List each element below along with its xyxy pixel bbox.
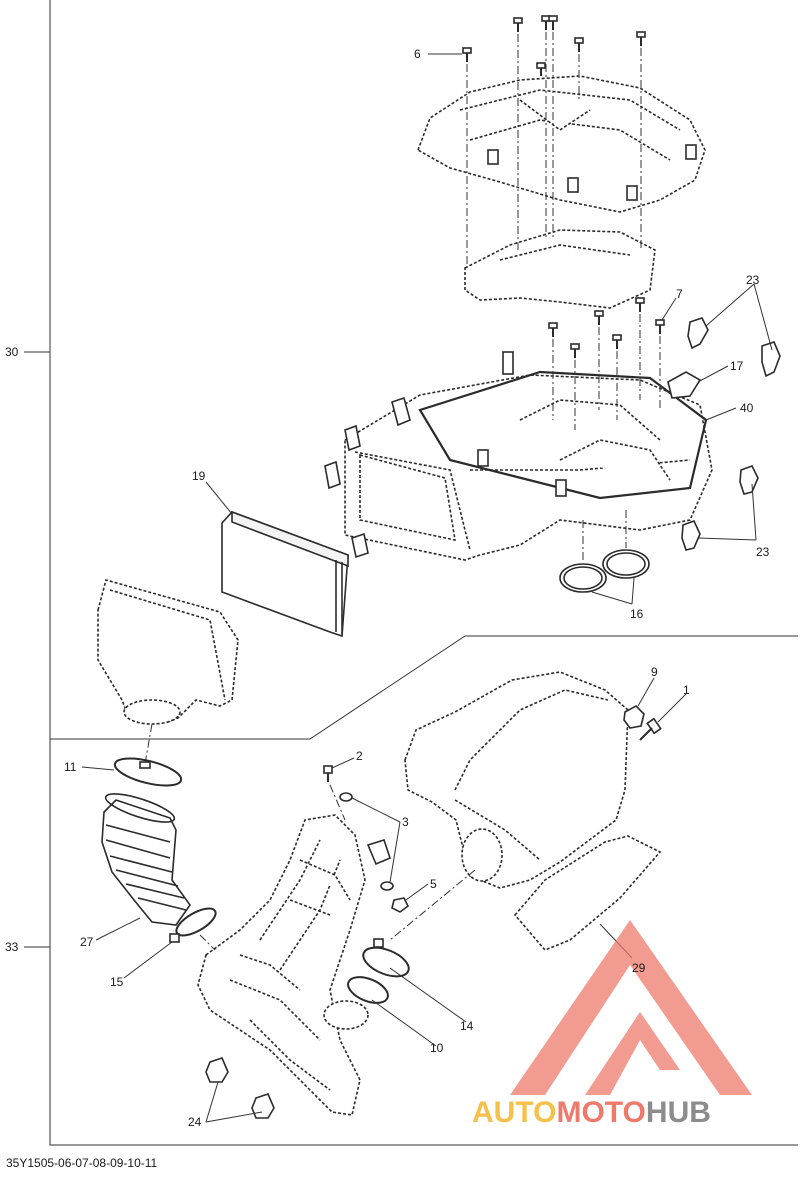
section-frames [49, 0, 798, 1146]
watermark-auto: AUTO [472, 1096, 557, 1129]
clips-lower [681, 465, 759, 551]
hose-fasteners [323, 765, 410, 913]
bellows-boot [101, 793, 191, 926]
nut [623, 705, 645, 729]
callout-label: 16 [630, 607, 644, 621]
base-screws [548, 297, 665, 430]
clamps [113, 757, 410, 1004]
group-label: 30 [5, 345, 19, 359]
leader-lines [81, 53, 773, 1123]
pad [513, 835, 662, 951]
callout-labels: 30 33 6 7 23 17 40 19 23 16 9 1 11 2 3 5… [5, 47, 770, 1129]
rubber-mounts [205, 1057, 275, 1119]
intake-hose [197, 814, 391, 1116]
airbox-base [324, 351, 713, 561]
clips-upper [687, 317, 781, 378]
callout-label: 19 [192, 469, 206, 483]
watermark-wordmark: AUTOMOTOHUB [472, 1096, 711, 1130]
group-label: 33 [5, 940, 19, 954]
callout-label: 1 [683, 683, 690, 697]
callout-label: 23 [746, 273, 760, 287]
callout-label: 5 [430, 877, 437, 891]
screw [639, 717, 662, 741]
callout-label: 15 [110, 975, 124, 989]
cover-inner-duct [464, 229, 656, 309]
callout-label: 7 [676, 287, 683, 301]
watermark-hub: HUB [645, 1096, 711, 1129]
watermark-logo [510, 920, 752, 1095]
callout-label: 10 [430, 1041, 444, 1055]
callout-label: 27 [80, 935, 94, 949]
callout-label: 24 [188, 1115, 202, 1129]
callout-label: 14 [460, 1019, 474, 1033]
callout-label: 17 [730, 359, 744, 373]
watermark-moto: MOTO [556, 1096, 646, 1129]
callout-label: 9 [651, 665, 658, 679]
callout-label: 23 [756, 545, 770, 559]
small-seal [667, 371, 702, 399]
callout-label: 29 [632, 961, 646, 975]
intake-funnel [97, 579, 239, 765]
callout-label: 11 [64, 760, 77, 774]
reference-code: 35Y1505-06-07-08-09-10-11 [6, 1156, 158, 1170]
cover-screws [462, 15, 646, 268]
o-rings [559, 510, 650, 593]
airbox-cover [417, 75, 706, 213]
callout-label: 40 [740, 401, 754, 415]
air-filter [221, 510, 349, 638]
callout-label: 6 [414, 47, 421, 61]
callout-label: 2 [356, 749, 363, 763]
air-silencer [389, 671, 629, 941]
callout-label: 3 [402, 815, 409, 829]
